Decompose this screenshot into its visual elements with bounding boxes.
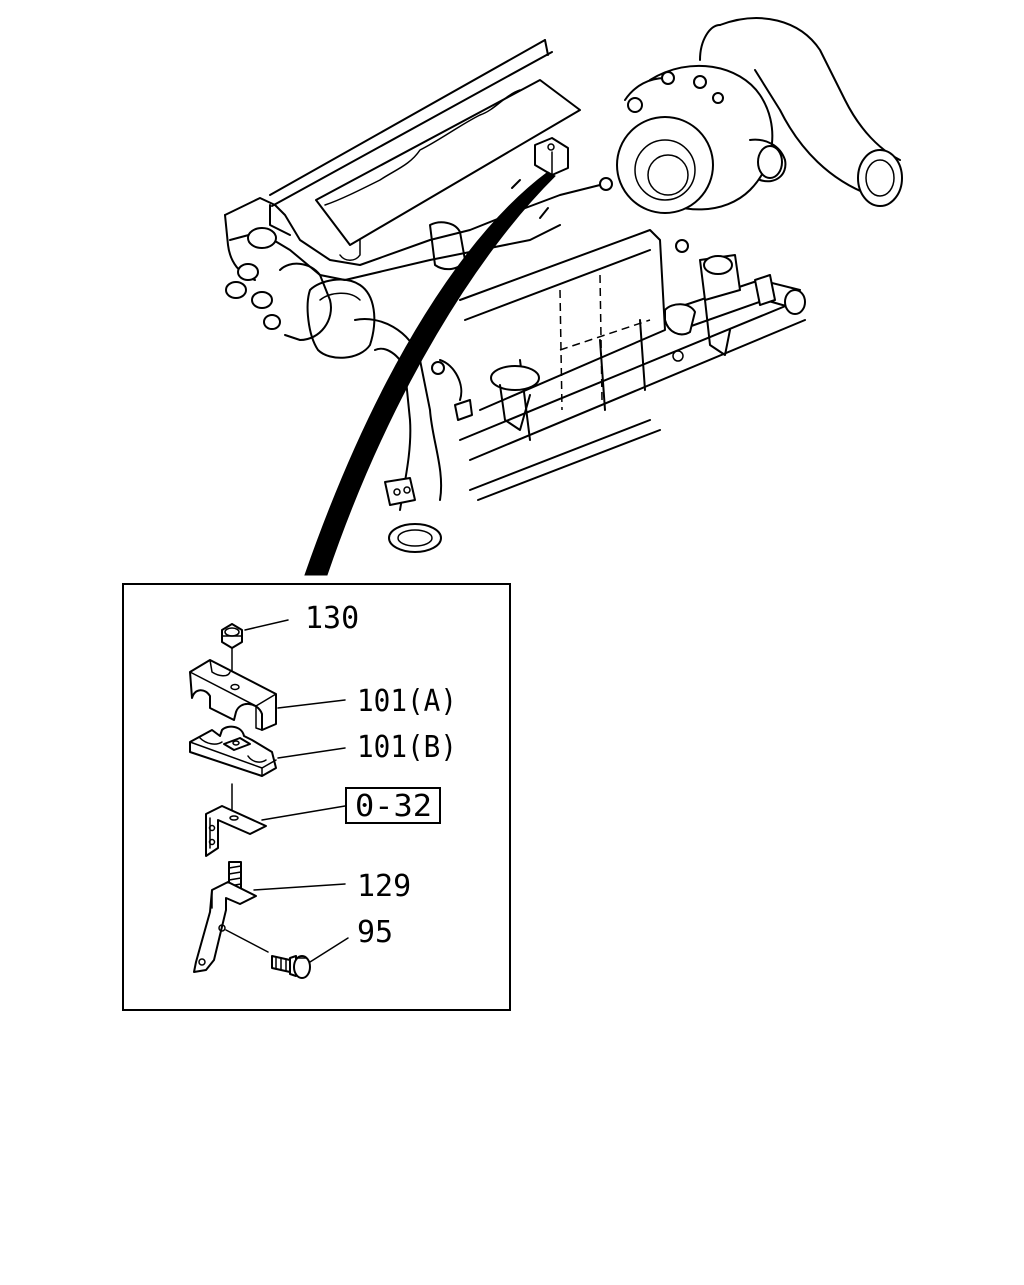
nut-part-130: [221, 623, 243, 649]
exhaust-manifold: [224, 184, 601, 359]
callout-101b: 101(B): [357, 730, 457, 765]
oil-cooler: [459, 229, 806, 501]
callout-leader-lines: [244, 619, 349, 963]
clamp-location-marker: [511, 137, 569, 219]
callout-101a: 101(A): [357, 684, 457, 719]
callout-95: 95: [357, 915, 393, 950]
stud-bracket-part-129: [193, 861, 269, 973]
detail-inset-frame: [122, 583, 511, 1011]
callout-0-32-box: [345, 787, 441, 824]
coolant-pipe: [664, 254, 806, 362]
detail-inset: 130 101(A) 101(B) 0-32 129 95: [122, 583, 511, 1011]
detail-leader-curve: [304, 171, 556, 576]
callout-130: 130: [305, 601, 359, 636]
bolt-part-95: [271, 955, 311, 979]
clamp-lower-part-101b: [189, 725, 277, 777]
callout-129: 129: [357, 869, 411, 904]
engine-assembly-illustration: [224, 17, 903, 553]
clamp-upper-part-101a: [189, 659, 277, 731]
water-outlet-pipe: [354, 318, 540, 553]
callout-0-32: 0-32: [355, 789, 432, 824]
bracket-plate-part-0-32: [205, 805, 267, 857]
turbocharger: [599, 17, 903, 253]
cylinder-head: [269, 39, 581, 261]
